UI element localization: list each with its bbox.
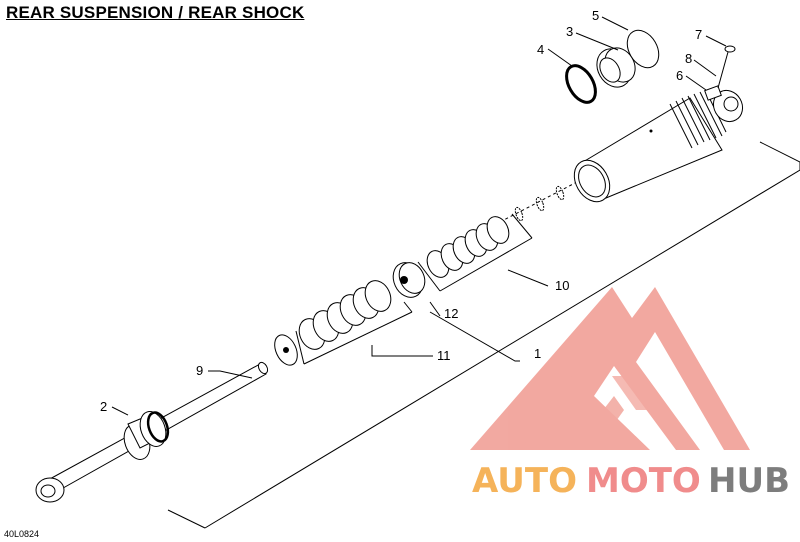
valve-stack-11 — [295, 280, 413, 365]
callout-10: 10 — [555, 278, 569, 293]
drawing-code: 40L0824 — [4, 529, 39, 539]
piston-12 — [392, 262, 426, 298]
rod-eyelet — [35, 477, 65, 503]
watermark-word-moto: MOTO — [586, 461, 701, 501]
assembly-bracket-1 — [167, 141, 800, 529]
cap-5 — [626, 29, 660, 69]
callout-7: 7 — [695, 27, 702, 42]
callout-3: 3 — [566, 24, 573, 39]
leader-lines — [111, 16, 727, 416]
callout-4: 4 — [537, 42, 544, 57]
watermark-word-auto: AUTO — [472, 461, 577, 501]
callout-2: 2 — [100, 399, 107, 414]
seal-cap-3 — [596, 47, 636, 88]
fitting-6 — [704, 85, 722, 101]
callout-12: 12 — [444, 306, 458, 321]
valve-stack-10 — [417, 213, 533, 292]
diagram-title: REAR SUSPENSION / REAR SHOCK — [6, 3, 305, 22]
watermark-logo — [470, 287, 750, 450]
callout-11: 11 — [437, 348, 451, 363]
o-ring-4 — [565, 64, 597, 104]
shock-body — [573, 89, 744, 203]
callout-6: 6 — [676, 68, 683, 83]
collar-2 — [123, 411, 170, 460]
callout-1: 1 — [534, 346, 541, 361]
shim-stack — [499, 182, 576, 223]
screw-7 — [717, 45, 736, 89]
washer — [274, 334, 298, 366]
watermark-word-hub: HUB — [708, 461, 790, 501]
callout-9: 9 — [196, 363, 203, 378]
callout-5: 5 — [592, 8, 599, 23]
callout-8: 8 — [685, 51, 692, 66]
